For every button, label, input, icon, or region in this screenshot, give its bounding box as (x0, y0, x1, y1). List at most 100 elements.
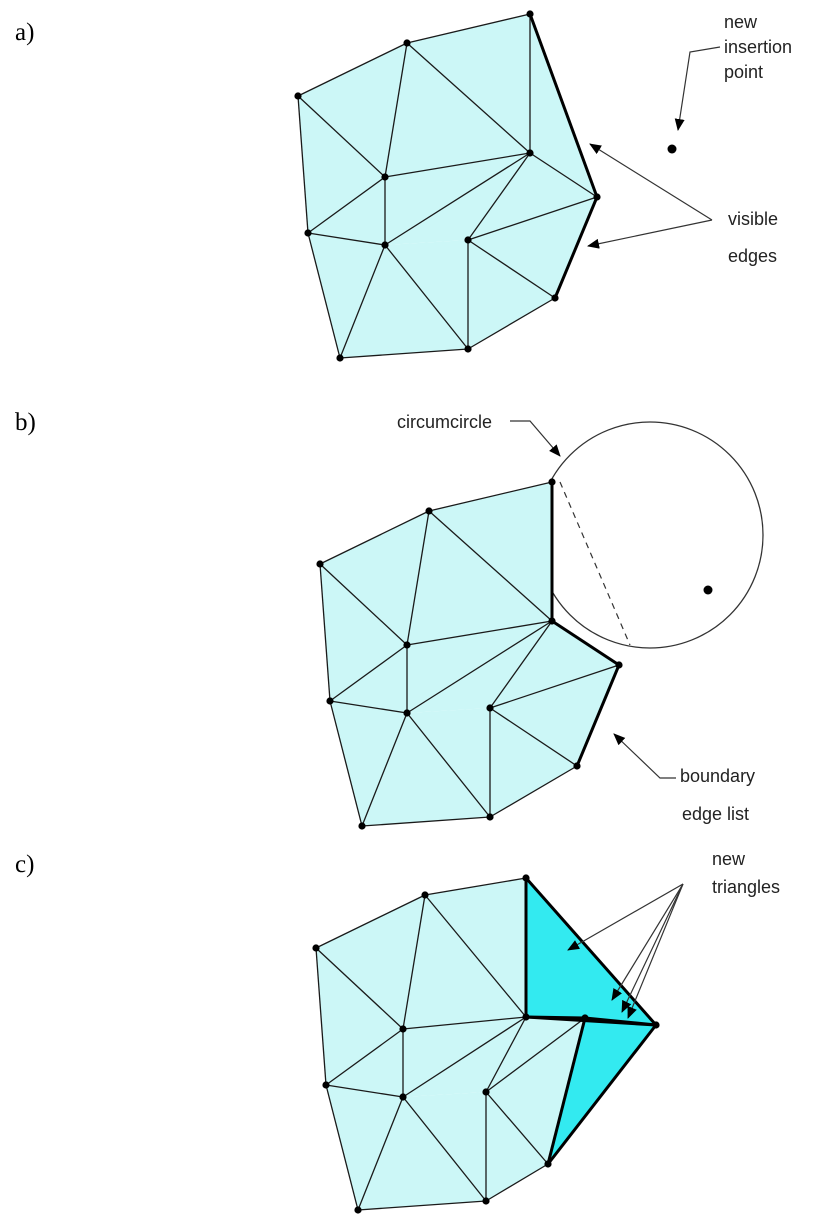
mesh-triangle (403, 1092, 486, 1201)
highlighted-boundary-edge (546, 1017, 587, 1165)
mesh-edge (329, 700, 363, 827)
mesh-edge (467, 297, 556, 350)
mesh-vertex (573, 762, 581, 770)
new-triangles-line-2: triangles (712, 877, 780, 897)
mesh-edge (315, 947, 327, 1086)
mesh-edge (467, 239, 556, 299)
mesh-triangle (468, 153, 597, 240)
mesh-edge (402, 1016, 527, 1030)
mesh-edge (325, 1084, 359, 1211)
mesh-triangle (425, 878, 526, 1017)
highlighted-boundary-edge (553, 196, 599, 299)
mesh-vertex (522, 874, 530, 882)
panel-c: c) new triangles (15, 849, 780, 1214)
mesh-vertex (652, 1021, 660, 1029)
mesh-vertex (526, 10, 534, 18)
mesh-edge (297, 95, 386, 178)
mesh-edge (406, 13, 531, 44)
mesh-triangle (308, 233, 385, 358)
mesh-edge (529, 152, 598, 198)
mesh-vertex (399, 1093, 407, 1101)
mesh-triangle (407, 14, 530, 153)
mesh-edge (329, 700, 408, 714)
mesh-vertex (464, 236, 472, 244)
new-triangles-line-1: new (712, 849, 746, 869)
mesh-triangle (468, 240, 555, 349)
circumcircle-label: circumcircle (397, 412, 492, 432)
mesh-edge (384, 42, 408, 178)
boundary-edge-list-line-2: edge list (682, 804, 749, 824)
mesh-triangle (358, 1097, 486, 1210)
mesh-triangle (298, 43, 407, 177)
mesh-edge (485, 1017, 586, 1093)
circumcircle-annotation: circumcircle (397, 412, 561, 457)
mesh-edge (357, 1200, 487, 1211)
mesh-triangle (316, 895, 425, 1029)
mesh-edge (467, 196, 598, 241)
mesh-vertex (486, 813, 494, 821)
mesh-edge (424, 877, 527, 896)
mesh-edge (406, 510, 430, 646)
deleted-edge-dashed (559, 481, 631, 646)
mesh-vertex (482, 1088, 490, 1096)
mesh-triangle (490, 708, 577, 817)
mesh-vertex (548, 478, 556, 486)
panel-b-mesh (316, 478, 623, 830)
mesh-edge (485, 1091, 549, 1165)
mesh-vertex (326, 697, 334, 705)
mesh-edge (319, 563, 331, 702)
mesh-triangle (298, 96, 385, 233)
mesh-edge (489, 707, 578, 767)
mesh-triangle (407, 708, 490, 817)
panel-c-mesh (312, 874, 660, 1214)
new-triangles-arrow-2 (611, 883, 684, 1001)
mesh-edge (357, 1096, 404, 1211)
mesh-triangle (326, 1085, 403, 1210)
new-triangles-arrow-3 (621, 883, 684, 1013)
circumcircle-circle (536, 421, 764, 649)
mesh-edge (384, 244, 469, 350)
panel-c-label: c) (15, 851, 34, 878)
mesh-triangle (429, 482, 552, 621)
mesh-edge (307, 176, 386, 234)
new-insertion-point-line-3: point (724, 62, 763, 82)
mesh-vertex (403, 39, 411, 47)
mesh-edge (406, 620, 553, 646)
mesh-edge (428, 510, 553, 622)
mesh-edge (315, 947, 404, 1030)
new-insertion-point-line-1: new (724, 12, 758, 32)
mesh-edge (339, 244, 386, 359)
insertion-point-arrow (674, 46, 721, 131)
mesh-edge (485, 1016, 527, 1093)
panel-b-label: b) (15, 409, 36, 436)
mesh-vertex (464, 345, 472, 353)
mesh-edge (339, 348, 469, 359)
mesh-vertex (421, 891, 429, 899)
panel-a-label: a) (15, 19, 34, 46)
mesh-vertex (399, 1025, 407, 1033)
mesh-triangle (316, 948, 403, 1085)
mesh-vertex (403, 709, 411, 717)
mesh-triangle (385, 43, 530, 177)
mesh-edge (489, 620, 553, 709)
mesh-edge (384, 152, 531, 246)
visible-edges-line-2: edges (728, 246, 777, 266)
mesh-edge (406, 712, 491, 818)
mesh-vertex (486, 704, 494, 712)
mesh-edge (424, 894, 527, 1018)
insertion-point-dot-b (703, 585, 713, 595)
mesh-vertex (322, 1081, 330, 1089)
mesh-vertex (526, 149, 534, 157)
mesh-vertex (294, 92, 302, 100)
mesh-edge (489, 765, 578, 818)
visible-edges-arrow-upper (589, 143, 713, 221)
mesh-edge (402, 1096, 487, 1202)
mesh-triangle (320, 564, 407, 701)
mesh-edge (428, 481, 553, 512)
highlighted-boundary-edge (546, 1024, 658, 1165)
mesh-triangle (320, 511, 429, 645)
mesh-edge (297, 95, 309, 234)
mesh-vertex (551, 294, 559, 302)
mesh-triangle (403, 895, 526, 1029)
